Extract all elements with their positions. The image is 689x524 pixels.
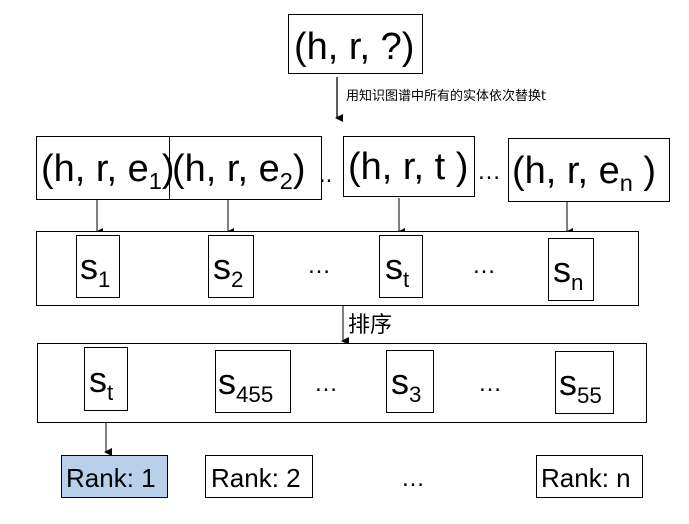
sorted-score-s3: s3: [391, 361, 422, 407]
triple-text-n: (h, r, en ): [512, 150, 657, 197]
score-st: st: [385, 246, 410, 292]
sorted-box-s455: [215, 350, 291, 413]
score-s2: s2: [213, 246, 244, 292]
ellipsis-scores-1: …: [307, 252, 331, 279]
score-box-sn: [548, 238, 594, 301]
score-s1: s1: [80, 246, 111, 292]
score-box-st: [379, 235, 423, 298]
triple-box-2: [169, 136, 322, 200]
sort-label: 排序: [348, 313, 393, 338]
score-box-s2: [208, 235, 254, 298]
triple-box-t: [343, 136, 475, 197]
rank-label-2: Rank: 2: [211, 463, 301, 493]
triple-text-2: (h, r, e2): [172, 148, 306, 195]
score-box-s1: [76, 235, 120, 298]
ellipsis-ranks: …: [401, 465, 425, 492]
sorted-score-s55: s55: [559, 362, 602, 408]
sorted-score-st: st: [89, 359, 114, 405]
triple-text-t: (h, r, t ): [348, 146, 469, 188]
triple-text-1: (h, r, e1): [41, 148, 175, 195]
rank-box-1: [61, 455, 168, 498]
rank-box-n: [536, 455, 643, 498]
triple-box-n: [508, 138, 670, 202]
sorted-box-s55: [555, 351, 614, 414]
triple-box-1: [36, 136, 186, 200]
small-dots-1: ..: [319, 161, 333, 188]
ellipsis-sorted-2: …: [478, 370, 502, 397]
sorted-box-st: [84, 347, 128, 411]
ellipsis-scores-2: …: [472, 252, 496, 279]
ellipsis-triples: …: [477, 158, 501, 185]
sorted-score-s455: s455: [218, 361, 274, 407]
ellipsis-sorted-1: …: [314, 370, 338, 397]
replace-note: 用知识图谱中所有的实体依次替换t: [346, 89, 547, 104]
rank-label-1: Rank: 1: [66, 463, 156, 493]
sorted-box-s3: [386, 350, 434, 413]
sorted-scores-container: [37, 343, 647, 423]
scores-container: [36, 231, 639, 306]
rank-label-n: Rank: n: [541, 463, 631, 493]
query-triple-box: [288, 14, 423, 74]
query-triple-text: (h, r, ?): [294, 26, 415, 68]
rank-box-2: [205, 455, 313, 498]
score-sn: sn: [553, 249, 584, 295]
